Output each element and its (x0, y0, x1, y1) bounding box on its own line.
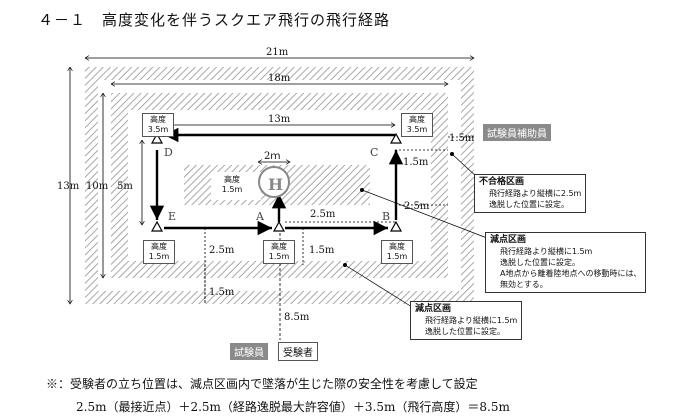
altitude-label: 高度 (389, 242, 405, 251)
dim-5m-v-label: 5m (117, 181, 133, 192)
altitude-box-a: 高度 1.5m (263, 240, 295, 264)
deduct-zone-box-2: 減点区画 飛行経路より縦横に1.5m 逸脱した位置に設定。 (410, 301, 523, 340)
page-title: ４－１ 高度変化を伴うスクエア飛行の飛行経路 (38, 11, 391, 29)
point-d-label: D (164, 146, 173, 159)
point-c-marker (389, 132, 403, 144)
deduct2-line2: 逸脱した位置に設定。 (425, 327, 505, 336)
dim-13m-label: 13m (268, 114, 291, 125)
point-e-marker (150, 220, 164, 232)
altitude-label: 高度 (271, 242, 287, 251)
dim-bottom-left-label: 2.5m (209, 245, 235, 256)
altitude-box-c: 高度 3.5m (401, 113, 433, 137)
point-a-marker (272, 220, 286, 232)
assistant-tag: 試験員補助員 (483, 124, 551, 141)
callout-fail (451, 153, 479, 179)
altitude-value: 3.5m (147, 125, 169, 134)
deduct1-line1: 飛行経路より縦横に1.5m (500, 247, 593, 256)
examiner-tag: 試験員 (230, 343, 268, 360)
dim-10m-v-label: 10m (86, 181, 109, 192)
altitude-value: 1.5m (386, 252, 408, 261)
examinee-tag: 受験者 (278, 342, 318, 361)
point-b-label: B (382, 210, 390, 223)
note-line-1: ※：受験者の立ち位置は、減点区画内で墜落が生じた際の安全性を考慮して設定 (46, 377, 478, 391)
point-e-label: E (168, 210, 176, 223)
note-line-2: 2.5m（最接近点）＋2.5m（経路逸脱最大許容値）＋3.5m（飛行高度）＝8.… (76, 400, 510, 414)
dim-distance-label: 8.5m (284, 312, 310, 323)
altitude-box-e: 高度 1.5m (143, 240, 175, 264)
dim-bottom-center-label: 1.5m (309, 245, 335, 256)
deduct1-line2: 逸脱した位置に設定。 (500, 258, 580, 267)
dim-18m-label: 18m (268, 73, 291, 84)
helipad-circle (258, 166, 290, 198)
altitude-value: 1.5m (221, 185, 243, 194)
altitude-box-center: 高度 1.5m (217, 174, 247, 196)
fail-zone-title: 不合格区画 (479, 177, 525, 187)
point-c-label: C (370, 146, 378, 159)
deduct1-line4: 無効とする。 (500, 280, 548, 289)
altitude-label: 高度 (150, 115, 166, 124)
altitude-label: 高度 (409, 115, 425, 124)
altitude-label: 高度 (151, 242, 167, 251)
point-a-label: A (255, 210, 265, 223)
deduct-zone-box-1: 減点区画 飛行経路より縦横に1.5m 逸脱した位置に設定。 A地点から離着陸地点… (485, 232, 647, 293)
altitude-value: 1.5m (268, 252, 290, 261)
dim-21m-label: 21m (266, 47, 289, 58)
deduct1-title: 減点区画 (490, 235, 527, 245)
dim-b-right-label: 2.5m (404, 201, 430, 212)
dim-13m-v-label: 13m (57, 181, 80, 192)
deduct2-line1: 飛行経路より縦横に1.5m (425, 316, 518, 325)
fail-zone-line1: 飛行経路より縦横に2.5m (489, 189, 582, 198)
fail-zone-box: 不合格区画 飛行経路より縦横に2.5m 逸脱した位置に設定。 (474, 174, 587, 213)
callout-deduct1 (361, 189, 488, 239)
dim-c-side-label: 1.5m (403, 157, 429, 168)
helipad-letter: H (268, 175, 283, 194)
point-d-marker (150, 132, 164, 144)
dim-right-label: 1.5m (449, 133, 475, 144)
fail-zone-line2: 逸脱した位置に設定。 (489, 200, 569, 209)
altitude-box-d: 高度 3.5m (142, 113, 174, 137)
deduct1-line3: A地点から離着陸地点への移動時には、 (500, 269, 642, 278)
altitude-box-b: 高度 1.5m (381, 240, 413, 264)
altitude-label: 高度 (224, 175, 240, 184)
altitude-value: 1.5m (148, 252, 170, 261)
deduct2-title: 減点区画 (415, 304, 452, 314)
point-b-marker (389, 220, 403, 232)
dim-bottom-outer-label: 1.5m (209, 287, 235, 298)
dim-2m-label: 2ｍ (264, 151, 280, 162)
flight-route (149, 127, 404, 236)
callout-deduct2 (344, 264, 413, 308)
altitude-value: 3.5m (406, 125, 428, 134)
dim-center-right-label: 2.5m (310, 209, 336, 220)
